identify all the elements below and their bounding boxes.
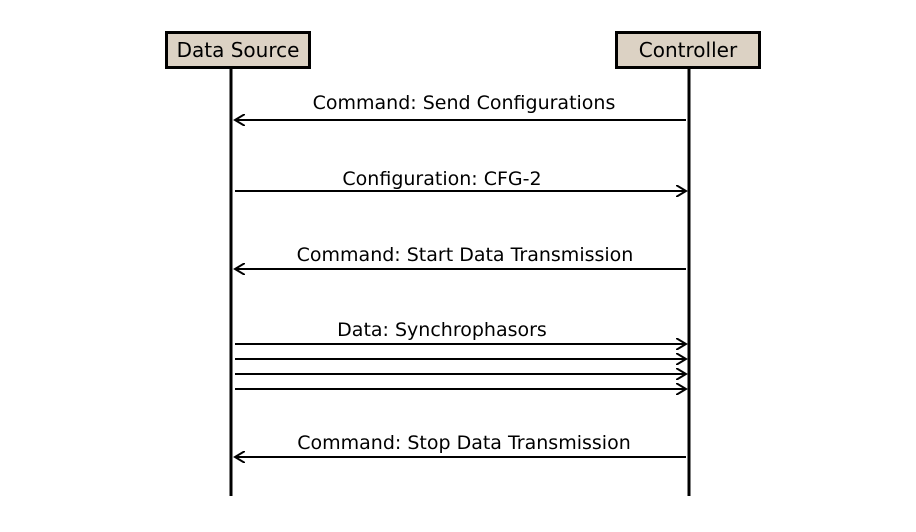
message-label-stop-transmission: Command: Stop Data Transmission <box>297 432 631 454</box>
message-label-send-configurations: Command: Send Configurations <box>312 92 616 114</box>
participant-data-source-label: Data Source <box>176 38 300 62</box>
message-label-configuration-cfg2: Configuration: CFG-2 <box>342 168 542 190</box>
message-label-synchrophasors: Data: Synchrophasors <box>337 319 547 341</box>
participant-controller: Controller <box>615 31 761 69</box>
message-label-start-transmission: Command: Start Data Transmission <box>296 244 634 266</box>
participant-data-source: Data Source <box>165 31 311 69</box>
participant-controller-label: Controller <box>638 38 738 62</box>
message-arrows <box>235 120 686 457</box>
